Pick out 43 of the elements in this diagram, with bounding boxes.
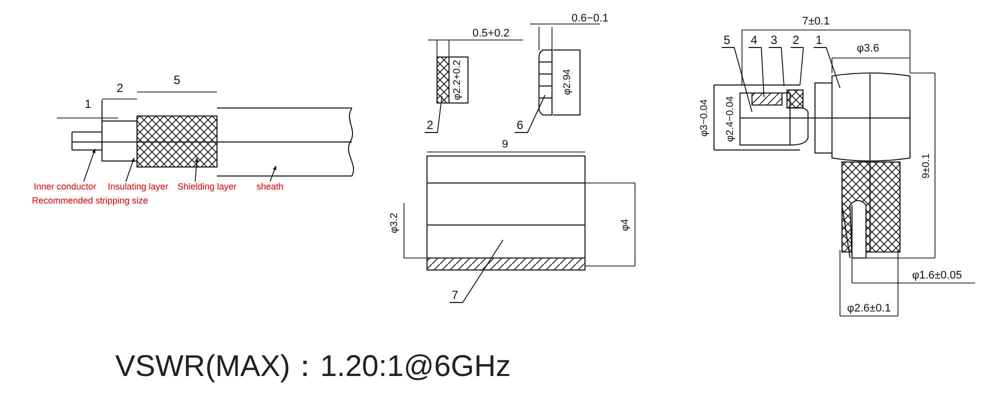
leader-line xyxy=(800,48,804,86)
dimension-label: φ4 xyxy=(621,218,631,232)
part-label: Inner conductor xyxy=(34,182,96,192)
leader-line xyxy=(436,96,442,134)
callout-number: 2 xyxy=(790,34,804,48)
dimension-label: 2 xyxy=(116,82,124,94)
part-label: Insulating layer xyxy=(108,182,168,192)
dimension-label: φ2.4−0.04 xyxy=(726,96,736,142)
leader-line xyxy=(760,48,764,98)
dimension-label: 9 xyxy=(502,140,508,150)
callout-number: 2 xyxy=(424,119,438,133)
leader-line xyxy=(125,158,134,182)
callout-number: 4 xyxy=(748,34,762,48)
dimension-label: φ3.2 xyxy=(390,212,400,234)
leader-line xyxy=(780,48,784,86)
leader-line xyxy=(526,94,546,134)
part-label: sheath xyxy=(256,182,284,192)
part-label: Shielding layer xyxy=(177,182,237,192)
dimension-label: 9±0.1 xyxy=(922,154,932,178)
dimension-label: φ3.6 xyxy=(856,44,880,54)
spec-text: VSWR(MAX)：1.20:1@6GHz xyxy=(115,352,511,382)
dimension-label: 0.6−0.1 xyxy=(572,14,608,24)
callout-number: 5 xyxy=(722,34,734,48)
dimension-label: φ1.6±0.05 xyxy=(912,270,962,282)
callout-number: 7 xyxy=(450,289,462,303)
leader-line xyxy=(83,148,96,182)
dimension-label: 7±0.1 xyxy=(802,16,830,28)
leader-line xyxy=(734,48,752,112)
dimension-label: 1 xyxy=(84,98,92,110)
callout-number: 1 xyxy=(814,34,826,48)
dimension-label: φ2.2+0.2 xyxy=(453,60,463,100)
dimension-label: φ3−0.04 xyxy=(700,99,710,137)
dimension-label: φ2.94 xyxy=(563,69,573,95)
dimension-label: 0.5+0.2 xyxy=(472,28,510,40)
callout-number: 3 xyxy=(768,34,782,48)
leader-line xyxy=(194,158,198,182)
dimension-label: φ2.6±0.1 xyxy=(847,304,891,314)
note: Recommended stripping size xyxy=(32,196,148,206)
leader-line xyxy=(462,240,504,304)
leader-line xyxy=(270,166,276,182)
dimension-label: 5 xyxy=(174,74,180,86)
callout-number: 6 xyxy=(514,119,528,133)
leader-line xyxy=(826,48,840,88)
